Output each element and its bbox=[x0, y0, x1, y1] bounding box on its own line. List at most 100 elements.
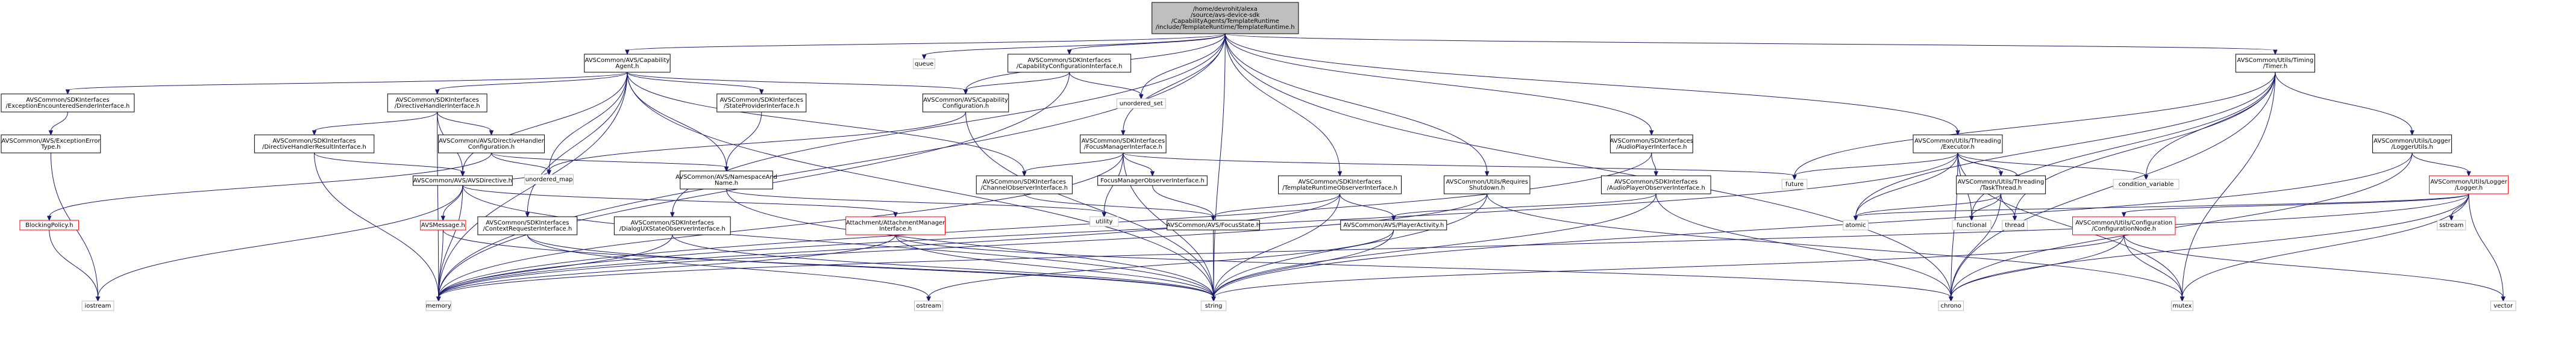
node-focus-mgr-observer[interactable]: FocusManagerObserverInterface.h bbox=[1097, 175, 1208, 186]
edge-attachment_mgr-to-chrono bbox=[895, 234, 1952, 298]
edge-cap_config_iface-to-unordered_set bbox=[1069, 72, 1142, 96]
node-label: /ChannelObserverInterface.h bbox=[981, 185, 1068, 191]
edge-avs_directive-to-memory bbox=[438, 185, 463, 298]
edge-cap_agent-to-dir_handler_iface bbox=[437, 72, 628, 91]
node-label: AVSCommon/SDKInterfaces bbox=[26, 97, 109, 104]
node-logger[interactable]: AVSCommon/Utils/Logger/Logger.h bbox=[2428, 175, 2509, 194]
edge-requires_shutdown-to-string bbox=[1213, 193, 1488, 298]
node-focus-state[interactable]: AVSCommon/AVS/FocusState.h bbox=[1167, 220, 1260, 231]
node-label: /source/avs-device-sdk bbox=[1191, 12, 1260, 19]
node-box bbox=[922, 93, 1009, 113]
edge-cap_config-to-unordered_map bbox=[548, 111, 967, 172]
node-box bbox=[1913, 134, 2003, 154]
node-cap-config[interactable]: AVSCommon/AVS/CapabilityConfiguration.h bbox=[922, 93, 1009, 113]
node-box bbox=[845, 216, 945, 235]
node-avs-directive[interactable]: AVSCommon/AVS/AVSDirective.h bbox=[412, 175, 513, 186]
node-box bbox=[1340, 220, 1447, 231]
edge-timer-to-functional bbox=[1971, 72, 2276, 217]
node-label: BlockingPolicy.h bbox=[25, 222, 73, 229]
node-box bbox=[387, 93, 487, 113]
edge-focus_mgr-to-focus_mgr_observer bbox=[1123, 152, 1153, 173]
edge-root-to-timer bbox=[1224, 33, 2276, 51]
edge-audio_player_iface-to-audio_player_observer bbox=[1651, 152, 1656, 173]
node-label: /FocusManagerInterface.h bbox=[1084, 144, 1162, 150]
node-blocking-policy[interactable]: BlockingPolicy.h bbox=[19, 220, 80, 231]
node-box bbox=[2428, 175, 2509, 194]
edge-focus_mgr_observer-to-focus_state bbox=[1152, 185, 1214, 217]
node-box bbox=[1600, 175, 1711, 194]
node-executor[interactable]: AVSCommon/Utils/Threading/Executor.h bbox=[1913, 134, 2003, 154]
node-label: /AudioPlayerObserverInterface.h bbox=[1607, 185, 1705, 191]
node-label: /TaskThread.h bbox=[1980, 185, 2022, 191]
edge-avs_directive-to-attachment_mgr bbox=[462, 185, 896, 214]
node-cap-agent[interactable]: AVSCommon/AVS/CapabilityAgent.h bbox=[584, 54, 671, 73]
node-label: AVSCommon/SDKInterfaces bbox=[1298, 179, 1381, 185]
node-label: Attachment/AttachmentManager bbox=[846, 220, 945, 226]
node-task-thread[interactable]: AVSCommon/Utils/Threading/TaskThread.h bbox=[1956, 175, 2046, 194]
node-utility: utility bbox=[1089, 216, 1119, 227]
node-template-runtime-observer[interactable]: AVSCommon/SDKInterfaces/TemplateRuntimeO… bbox=[1278, 175, 1402, 194]
node-player-activity[interactable]: AVSCommon/AVS/PlayerActivity.h bbox=[1340, 220, 1447, 231]
arrowhead-icon bbox=[312, 130, 317, 136]
node-box bbox=[613, 216, 731, 235]
node-memory: memory bbox=[425, 300, 452, 311]
edge-root-to-cap_agent bbox=[627, 33, 1226, 51]
arrowhead-icon bbox=[1022, 171, 1027, 177]
node-label: mutex bbox=[2173, 303, 2192, 309]
node-dir-handler-iface[interactable]: AVSCommon/SDKInterfaces/DirectiveHandler… bbox=[387, 93, 487, 113]
node-cap-config-iface[interactable]: AVSCommon/SDKInterfaces/CapabilityConfig… bbox=[1008, 54, 1132, 73]
edge-channel_observer-to-focus_state bbox=[1024, 193, 1214, 217]
node-focus-mgr[interactable]: AVSCommon/SDKInterfaces/FocusManagerInte… bbox=[1080, 134, 1167, 154]
node-box bbox=[1097, 175, 1208, 186]
node-config-node[interactable]: AVSCommon/Utils/Configuration/Configurat… bbox=[2072, 216, 2176, 235]
node-channel-observer[interactable]: AVSCommon/SDKInterfaces/ChannelObserverI… bbox=[976, 175, 1073, 194]
node-dir-handler-result[interactable]: AVSCommon/SDKInterfaces/DirectiveHandler… bbox=[254, 134, 375, 154]
node-audio-player-observer[interactable]: AVSCommon/SDKInterfaces/AudioPlayerObser… bbox=[1600, 175, 1711, 194]
edge-logger-to-atomic bbox=[1855, 193, 2469, 217]
node-logger-utils[interactable]: AVSCommon/Utils/Logger/LoggerUtils.h bbox=[2372, 134, 2452, 154]
node-label: AVSCommon/SDKInterfaces bbox=[1027, 57, 1111, 64]
node-dialog-ux[interactable]: AVSCommon/SDKInterfaces/DialogUXStateObs… bbox=[613, 216, 731, 235]
node-box bbox=[914, 300, 944, 311]
node-label: Interface.h bbox=[879, 226, 912, 232]
node-label: AVSCommon/Utils/Configuration bbox=[2075, 220, 2172, 226]
edge-focus_mgr-to-channel_observer bbox=[1024, 152, 1124, 173]
node-box bbox=[2113, 179, 2180, 190]
node-label: Type.h bbox=[40, 144, 61, 150]
arrowhead-icon bbox=[2121, 212, 2126, 218]
arrowhead-icon bbox=[440, 216, 446, 222]
node-box bbox=[1116, 98, 1166, 109]
node-timer[interactable]: AVSCommon/Utils/Timing/Timer.h bbox=[2235, 54, 2315, 73]
edge-dir_handler_config-to-ns_and_name bbox=[490, 152, 727, 168]
node-label: AVSCommon/AVS/NamespaceAnd bbox=[675, 174, 777, 181]
edge-cap_agent-to-string bbox=[627, 72, 1214, 298]
node-box bbox=[425, 300, 452, 311]
node-audio-player-iface[interactable]: AVSCommon/SDKInterfaces/AudioPlayerInter… bbox=[1610, 134, 1693, 154]
node-exc-sender[interactable]: AVSCommon/SDKInterfaces/ExceptionEncount… bbox=[1, 93, 135, 113]
node-label: AVSCommon/AVS/FocusState.h bbox=[1167, 222, 1260, 229]
node-box bbox=[584, 54, 671, 73]
node-dir-handler-config[interactable]: AVSCommon/AVS/DirectiveHandlerConfigurat… bbox=[437, 134, 545, 154]
node-label: AVSCommon/SDKInterfaces bbox=[1082, 138, 1165, 144]
arrowhead-icon bbox=[1067, 49, 1072, 55]
node-box bbox=[1152, 2, 1299, 34]
arrowhead-icon bbox=[926, 296, 931, 302]
edge-cap_agent-to-unordered_map bbox=[548, 72, 628, 172]
node-box bbox=[2170, 300, 2193, 311]
edge-logger-to-vector bbox=[2468, 193, 2504, 298]
node-box bbox=[81, 300, 114, 311]
node-avs-message[interactable]: AVSMessage.h bbox=[420, 220, 466, 231]
edge-executor-to-condition_variable bbox=[1957, 152, 2147, 176]
node-context-requester[interactable]: AVSCommon/SDKInterfaces/ContextRequester… bbox=[477, 216, 578, 235]
edge-cap_config_iface-to-cap_config bbox=[965, 72, 1070, 91]
node-state-provider[interactable]: AVSCommon/SDKInterfaces/StateProviderInt… bbox=[716, 93, 807, 113]
node-label: Agent.h bbox=[615, 63, 639, 70]
edge-root-to-template_runtime_observer bbox=[1224, 33, 1341, 173]
node-label: /ContextRequesterInterface.h bbox=[483, 226, 572, 232]
edge-timer-to-future bbox=[1794, 72, 2276, 176]
